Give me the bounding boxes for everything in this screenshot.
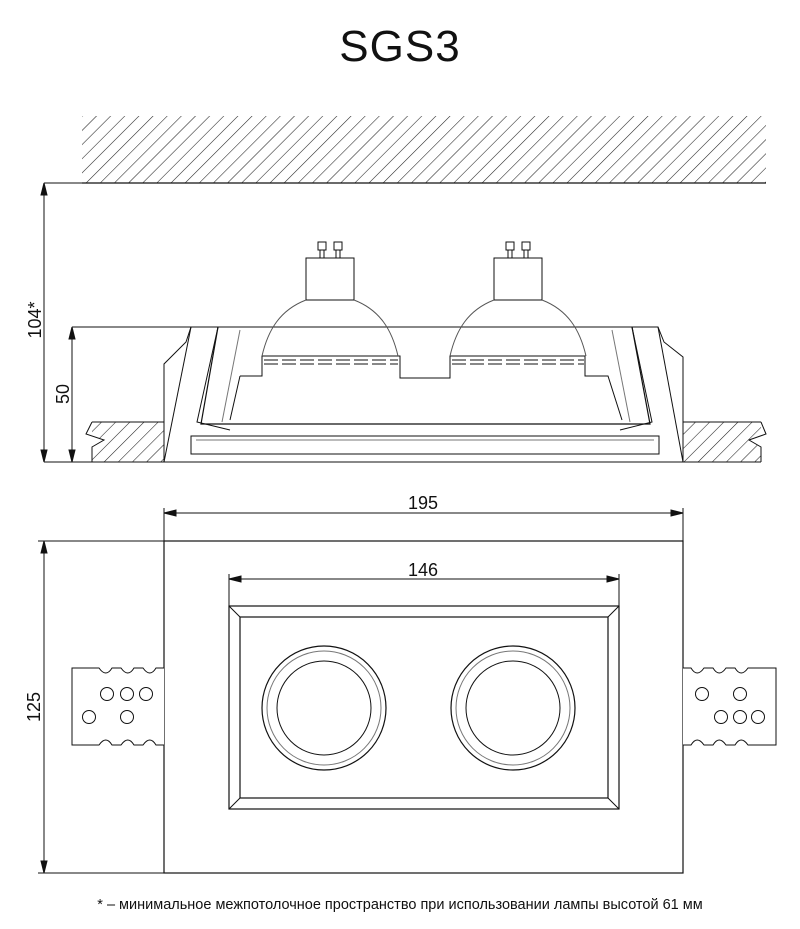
dimension-195 — [163, 508, 684, 541]
upper-slab-hatch — [82, 116, 766, 183]
break-mark-left — [85, 421, 106, 462]
lamp-left — [261, 241, 399, 357]
lamp-right — [449, 241, 587, 357]
lamp-opening-left — [261, 645, 387, 771]
inner-frame-outer — [228, 605, 620, 810]
dimension-label-195: 195 — [408, 493, 438, 513]
bottom-frame — [190, 435, 660, 455]
dimension-label-104: 104* — [25, 301, 45, 338]
mounting-tab-left — [71, 667, 164, 746]
mounting-tab-right — [683, 667, 777, 746]
drywall-left — [92, 422, 164, 462]
drywall-right — [683, 422, 761, 462]
dimension-104 — [40, 182, 92, 463]
lamp-opening-right — [450, 645, 576, 771]
dimension-label-50: 50 — [53, 384, 73, 404]
outer-plate — [163, 540, 684, 874]
break-mark-right — [747, 421, 767, 462]
dimension-125 — [38, 540, 164, 874]
dimension-label-125: 125 — [24, 692, 44, 722]
lamp-glass-lines — [264, 355, 584, 365]
footnote: * – минимальное межпотолочное пространст… — [97, 897, 703, 913]
dimension-50 — [68, 326, 191, 463]
top-view — [38, 508, 777, 874]
dimension-label-146: 146 — [408, 560, 438, 580]
dimension-146 — [228, 574, 620, 606]
fixture-inner-cavity — [200, 326, 651, 425]
drawing-title: SGS3 — [339, 22, 461, 71]
side-view — [40, 116, 767, 463]
inner-frame-inner — [239, 616, 609, 799]
